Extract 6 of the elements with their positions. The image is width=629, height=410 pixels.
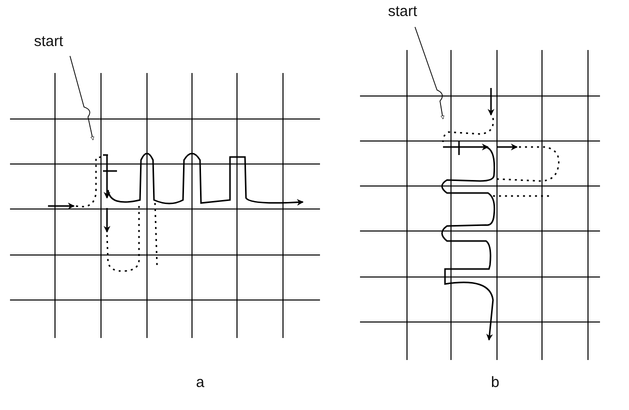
panel-label: b bbox=[491, 374, 500, 392]
leader-line bbox=[70, 56, 94, 140]
panel-label: a bbox=[196, 374, 204, 392]
start-label: start bbox=[388, 3, 418, 21]
leader-line bbox=[414, 26, 444, 120]
start-label: start bbox=[34, 33, 64, 51]
